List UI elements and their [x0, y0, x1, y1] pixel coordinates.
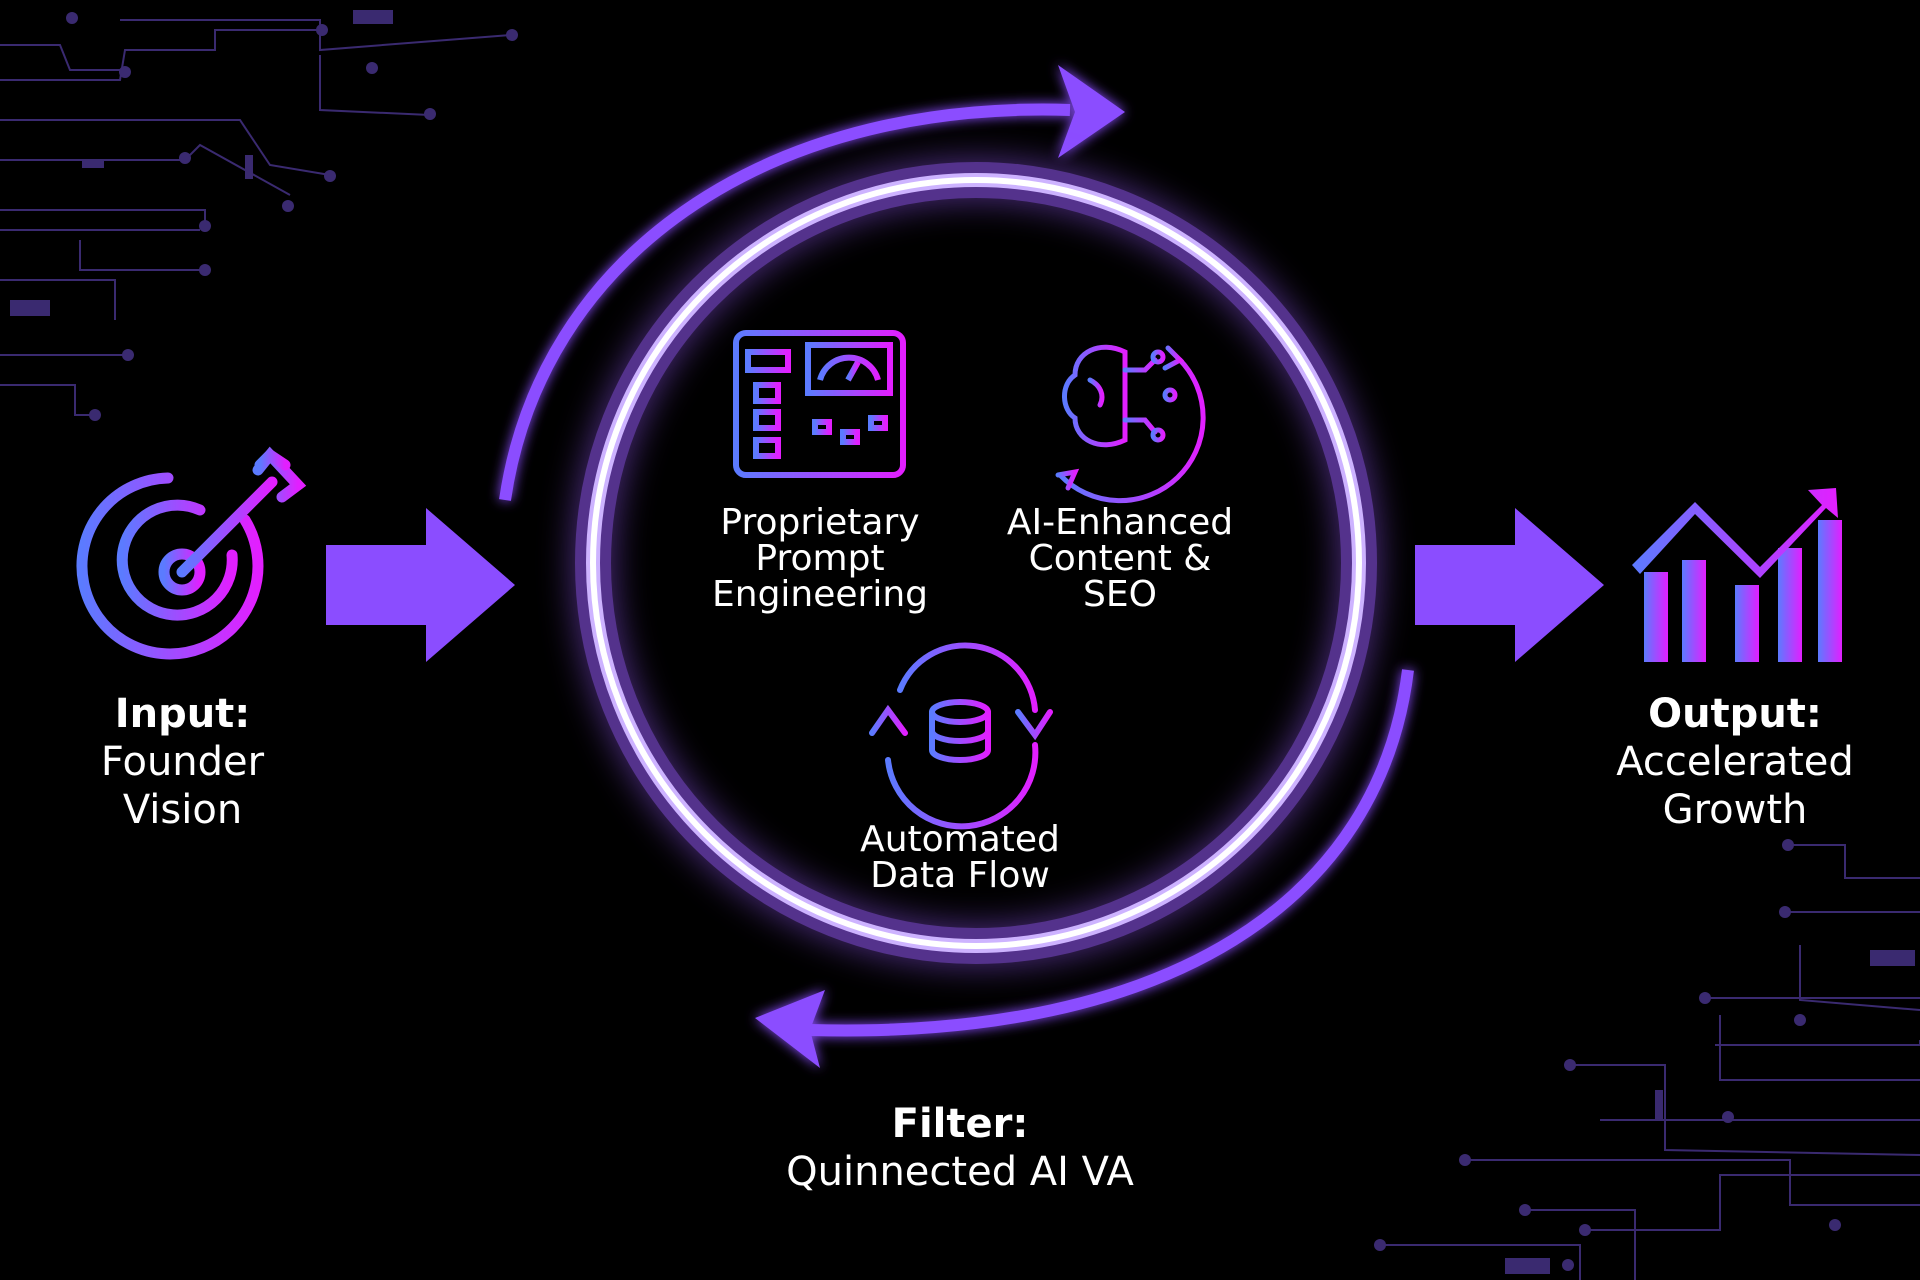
filter-title: Filter: — [891, 1101, 1029, 1147]
output-line-1: Accelerated — [1616, 739, 1854, 785]
cycle-arrow-bottom — [755, 669, 1414, 1068]
ai-brain-icon — [1055, 344, 1206, 504]
circuit-bars-top-left — [10, 10, 393, 316]
circuit-nodes-bottom-right — [1374, 839, 1841, 1271]
module-content-line-1: AI-Enhanced — [1006, 502, 1234, 543]
module-prompt-line-2: Prompt — [755, 538, 885, 579]
output-title: Output: — [1648, 691, 1822, 737]
module-content-label: AI-Enhanced Content & SEO — [980, 505, 1260, 613]
module-prompt-line-1: Proprietary — [720, 502, 920, 543]
module-prompt-line-3: Engineering — [712, 574, 928, 615]
output-line-2: Growth — [1662, 787, 1808, 833]
module-prompt-label: Proprietary Prompt Engineering — [680, 505, 960, 613]
module-content-line-2: Content & — [1028, 538, 1212, 579]
database-sync-icon — [869, 642, 1053, 830]
output-label: Output: Accelerated Growth — [1590, 690, 1880, 834]
target-icon — [76, 446, 307, 660]
output-arrow — [1415, 508, 1604, 662]
input-label: Input: Founder Vision — [60, 690, 305, 834]
control-panel-icon — [733, 330, 906, 478]
growth-chart-icon — [1632, 488, 1842, 662]
circuit-nodes-top-left — [66, 12, 518, 421]
filter-label: Filter: Quinnected AI VA — [700, 1100, 1220, 1196]
input-arrow — [326, 508, 515, 662]
input-title: Input: — [114, 691, 251, 737]
cycle-arrow-top — [499, 65, 1125, 501]
circuit-bars-bottom-right — [1505, 950, 1915, 1274]
input-line-1: Founder — [100, 739, 265, 785]
circuit-decoration-top-left — [0, 19, 511, 416]
circuit-decoration-bottom-right — [1380, 844, 1920, 1280]
module-data-line-1: Automated — [860, 819, 1060, 860]
module-data-line-2: Data Flow — [870, 855, 1050, 896]
central-ring — [575, 162, 1377, 964]
module-content-line-3: SEO — [1083, 574, 1157, 615]
filter-subtitle: Quinnected AI VA — [786, 1149, 1134, 1195]
module-data-label: Automated Data Flow — [820, 822, 1100, 894]
input-line-2: Vision — [122, 787, 243, 833]
